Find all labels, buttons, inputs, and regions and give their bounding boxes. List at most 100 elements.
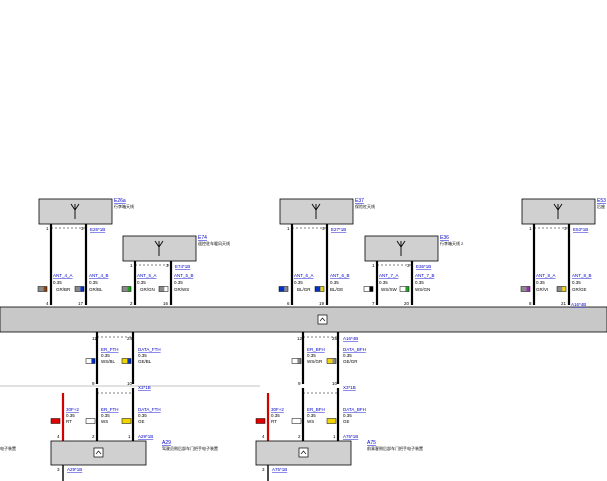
lower-group-a75: 12 25 A16*4B 9 10 X3*1B ER_BFH 0.35 WS/G… — [255, 332, 423, 481]
connector-label[interactable]: E26*1B — [90, 227, 105, 232]
wire-label: ANT_8_B 0.35 GR/GE — [572, 273, 592, 292]
svg-text:GR/BR: GR/BR — [56, 287, 71, 292]
pin-number: 16 — [163, 301, 169, 306]
wire-name[interactable]: DATA_FTH — [138, 407, 161, 412]
svg-text:ANT_7_A[interactable]: ANT_7_A — [379, 273, 399, 278]
wire-name[interactable]: DATA_BFH — [343, 407, 366, 412]
antenna-id[interactable]: E37 — [355, 198, 364, 204]
connector-label[interactable]: A16*4B — [571, 302, 586, 307]
wire-color-swatch — [121, 286, 132, 292]
wire-color-swatch — [326, 358, 337, 364]
twisted-pair-markers — [50, 227, 570, 300]
svg-text:ANT_4_A[interactable]: ANT_4_A — [53, 273, 73, 278]
wire-size: 0.35 — [307, 353, 316, 358]
antenna-E37: E37 保险杠天线 — [279, 198, 375, 225]
pin-number: 3 — [166, 263, 169, 268]
pin-number: 1 — [333, 434, 336, 439]
svg-text:ANT_6_B[interactable]: ANT_6_B — [330, 273, 350, 278]
antenna-id[interactable]: E36 — [440, 235, 449, 241]
wire-name[interactable]: ER_BFH — [307, 407, 325, 412]
wire-name[interactable]: DATA_BFH — [343, 347, 366, 352]
connector-label[interactable]: X3*1B — [343, 385, 356, 390]
pin-number: 1 — [128, 434, 131, 439]
svg-text:ANT_4_B[interactable]: ANT_4_B — [89, 273, 109, 278]
wire-size: 0.35 — [343, 353, 352, 358]
wire-label: ANT_8_A 0.35 GR/VI — [536, 273, 556, 292]
wire-name[interactable]: 30F+2 — [66, 407, 79, 412]
module-name: 驾驶员侧后部车门把手电子装置 — [162, 445, 218, 451]
wire-size: 0.35 — [101, 413, 110, 418]
wire-name[interactable]: DATA_FTH — [138, 347, 161, 352]
wire-name[interactable]: ER_FTH — [101, 407, 119, 412]
connector-label[interactable]: E74*1B — [175, 264, 190, 269]
wire-label: ANT_7_B 0.35 WS/GN — [415, 273, 435, 292]
wire-color-swatch — [520, 286, 531, 292]
svg-text:0.35: 0.35 — [330, 280, 339, 285]
connector-label[interactable]: A29*1B — [138, 434, 153, 439]
connector-label[interactable]: X3*1B — [138, 385, 151, 390]
antenna-id[interactable]: E53 — [597, 198, 606, 204]
svg-text:0.35: 0.35 — [89, 280, 98, 285]
module-icon — [298, 447, 309, 458]
svg-text:ANT_8_A[interactable]: ANT_8_A — [536, 273, 556, 278]
pin-number: 2 — [130, 301, 133, 306]
svg-text:ANT_8_B[interactable]: ANT_8_B — [572, 273, 592, 278]
wire-name[interactable]: 30F+2 — [271, 407, 284, 412]
wire-color-swatch — [121, 358, 132, 364]
svg-text:ANT_5_A[interactable]: ANT_5_A — [137, 273, 157, 278]
connector-label[interactable]: E27*1B — [331, 227, 346, 232]
svg-text:ANT_6_A[interactable]: ANT_6_A — [294, 273, 314, 278]
antenna-E36: E36 行李箱天线 2 — [364, 235, 464, 262]
wire-label: ANT_4_B 0.35 GR/BL — [89, 273, 109, 292]
svg-text:BL/GE: BL/GE — [330, 287, 343, 292]
antenna-E74: E74 遥控驻车暖风天线 — [122, 235, 230, 262]
connector-label[interactable]: E53*1B — [573, 227, 588, 232]
svg-text:0.35: 0.35 — [294, 280, 303, 285]
module-id[interactable]: A75 — [367, 440, 376, 446]
wire-color: WS — [101, 419, 108, 424]
pin-number: 4 — [57, 434, 60, 439]
wire-color: WS — [307, 419, 314, 424]
svg-text:BL/GR: BL/GR — [297, 287, 311, 292]
wire-size: 0.35 — [66, 413, 75, 418]
svg-text:0.35: 0.35 — [379, 280, 388, 285]
wire-label: ANT_4_A 0.35 GR/BR — [53, 273, 73, 292]
wire-name[interactable]: ER_FTH — [101, 347, 119, 352]
antenna-id[interactable]: E74 — [198, 235, 207, 241]
wire-size: 0.35 — [138, 413, 147, 418]
connector-label[interactable]: A75*1B — [343, 434, 358, 439]
wire-color: GE/GR — [343, 359, 358, 364]
pin-number: 6 — [287, 301, 290, 306]
svg-text:GR/GN: GR/GN — [140, 287, 155, 292]
module-icon — [93, 447, 104, 458]
pin-number: 3 — [57, 467, 60, 472]
lower-group-a29: 11 24 9 10 X3*1B ER_FTH 0.35 WS/BL DATA_… — [0, 332, 260, 481]
svg-text:GR/BL: GR/BL — [89, 287, 103, 292]
wire-label: ANT_5_A 0.35 GR/GN — [137, 273, 157, 292]
connector-label[interactable]: A29*1B — [67, 467, 82, 472]
pin-number: 17 — [78, 301, 84, 306]
wire-color: RT — [271, 419, 277, 424]
antenna-icon — [70, 203, 80, 219]
connector-label[interactable]: E36*1B — [416, 264, 431, 269]
wire-color-swatch — [278, 286, 289, 292]
wire-name[interactable]: ER_BFH — [307, 347, 325, 352]
svg-text:0.35: 0.35 — [174, 280, 183, 285]
antenna-name: 遥控驻车暖风天线 — [198, 240, 230, 246]
svg-text:ANT_7_B[interactable]: ANT_7_B — [415, 273, 435, 278]
svg-text:WS/SW: WS/SW — [381, 287, 398, 292]
pin-number: 7 — [372, 301, 375, 306]
connector-label[interactable]: A16*4B — [343, 336, 358, 341]
svg-text:0.35: 0.35 — [53, 280, 62, 285]
antenna-id[interactable]: E26a — [114, 198, 126, 204]
module-id[interactable]: A29 — [162, 440, 171, 446]
svg-text:0.35: 0.35 — [415, 280, 424, 285]
wire-color-swatch — [37, 286, 48, 292]
pin-number: 3 — [262, 467, 265, 472]
pin-number: 3 — [564, 226, 567, 231]
svg-text:WS/GN: WS/GN — [415, 287, 430, 292]
connector-label[interactable]: A75*1B — [272, 467, 287, 472]
svg-text:ANT_5_B[interactable]: ANT_5_B — [174, 273, 194, 278]
wire-color: GE — [343, 419, 350, 424]
